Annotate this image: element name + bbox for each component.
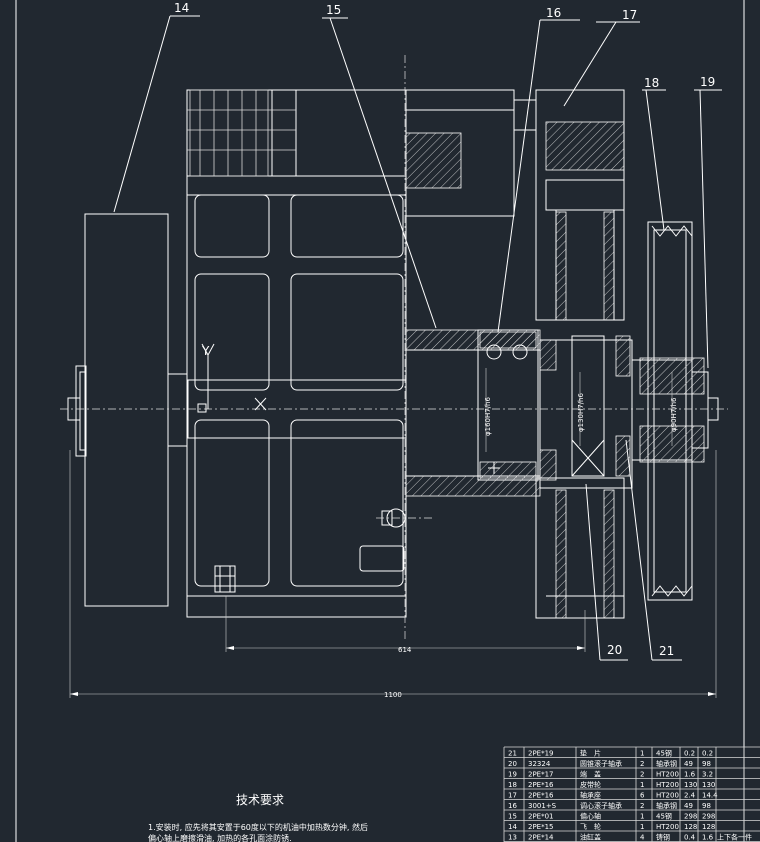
table-cell-qty: 2 [640,760,644,768]
table-cell-code: 2PE*16 [528,792,554,800]
table-cell-code: 2PE*14 [528,834,554,842]
table-cell-w2: 130 [702,781,715,789]
table-cell-name: 端 盖 [580,770,601,779]
table-cell-qty: 2 [640,802,644,810]
table-cell-code: 2PE*15 [528,823,554,831]
table-cell-w2: 14.4 [702,792,718,800]
table-cell-w2: 298 [702,813,715,821]
eccentric-shaft [187,329,719,497]
dia-pulley: φ90H7/h6 [670,397,678,432]
tapered-bearing [539,335,631,481]
table-cell-no: 14 [508,823,517,831]
table-corner-note: 上下各一件 [717,833,752,842]
dia-bearing-left: φ160H7/h6 [484,397,492,436]
dimension-1100 [69,450,717,698]
table-cell-qty: 1 [640,813,644,821]
table-cell-w1: 130 [684,781,697,789]
callout-14: 14 [174,1,189,15]
table-cell-no: 17 [508,792,517,800]
table-cell-mat: HT200 [656,781,679,789]
table-cell-qty: 1 [640,781,644,789]
table-cell-mat: HT200 [656,823,679,831]
table-cell-name: 调心滚子轴承 [580,801,622,810]
table-cell-qty: 1 [640,750,644,758]
dia-bearing-mid: φ130H7/h6 [577,393,585,432]
table-cell-qty: 1 [640,823,644,831]
flywheel [67,213,169,607]
y-axis-marker [197,343,267,413]
table-cell-code: 2PE*17 [528,771,554,779]
notes-line-1: 1.安装时, 应先将其安置于60度以下的机油中加热数分钟, 然后 [148,822,368,832]
table-cell-code: 2PE*01 [528,813,554,821]
table-cell-name: 皮带轮 [580,780,601,789]
table-cell-qty: 4 [640,834,645,842]
table-cell-mat: HT200 [656,771,679,779]
table-cell-name: 油缸盖 [580,833,601,842]
table-cell-name: 轴承座 [580,791,601,800]
dim-614-text: 614 [398,646,412,654]
table-cell-name: 飞 轮 [580,822,601,831]
table-cell-w1: 298 [684,813,697,821]
table-cell-w2: 0.2 [702,750,713,758]
callout-leaders [113,15,722,661]
dia-leader-lines [485,368,673,452]
table-cell-w1: 49 [684,802,693,810]
table-cell-w2: 1.6 [702,834,714,842]
table-cell-no: 20 [508,760,517,768]
table-cell-w2: 98 [702,802,711,810]
callout-20: 20 [607,643,622,657]
table-cell-qty: 6 [640,792,645,800]
table-cell-no: 18 [508,781,517,789]
table-cell-w1: 128 [684,823,697,831]
callout-15: 15 [326,3,341,17]
table-cell-mat: 铸钢 [656,833,670,842]
table-cell-name: 偏心轴 [580,812,601,821]
dimension-614 [225,596,586,652]
table-cell-w2: 3.2 [702,771,713,779]
table-cell-no: 19 [508,771,517,779]
frame-body [167,89,432,618]
upper-block [405,89,515,217]
table-cell-w2: 98 [702,760,711,768]
callout-18: 18 [644,76,659,90]
table-cell-w2: 128 [702,823,715,831]
table-cell-no: 13 [508,834,517,842]
table-cell-code: 3001+S [528,802,557,810]
callout-19: 19 [700,75,715,89]
table-cell-no: 15 [508,813,517,821]
table-cell-mat: 轴承钢 [656,759,677,768]
table-cell-mat: 45钢 [656,812,672,821]
table-cell-code: 2PE*19 [528,750,554,758]
table-cell-mat: 轴承钢 [656,801,677,810]
table-cell-name: 垫 片 [580,749,601,758]
roller-bearing-left [477,329,539,481]
table-cell-code: 32324 [528,760,551,768]
callout-16: 16 [546,6,561,20]
bearing-housing [514,89,625,619]
callout-21: 21 [659,644,674,658]
table-cell-w1: 49 [684,760,693,768]
table-cell-w1: 0.4 [684,834,696,842]
table-cell-no: 21 [508,750,517,758]
callout-17: 17 [622,8,637,22]
table-cell-qty: 2 [640,771,644,779]
table-cell-w1: 0.2 [684,750,695,758]
drawing-border [15,0,745,842]
table-cell-name: 圆锥滚子轴承 [580,759,622,768]
axis-y-label: Y [201,344,210,358]
table-cell-mat: 45钢 [656,749,672,758]
table-cell-mat: HT200 [656,792,679,800]
notes-title: 技术要求 [236,793,284,807]
table-cell-w1: 2.4 [684,792,696,800]
table-cell-no: 16 [508,802,517,810]
table-cell-code: 2PE*16 [528,781,554,789]
notes-line-2: 偏心轴上磨擦滑油, 加热的各孔面涂防锈. [148,833,292,842]
table-cell-w1: 1.6 [684,771,696,779]
dim-1100-text: 1100 [384,691,402,699]
